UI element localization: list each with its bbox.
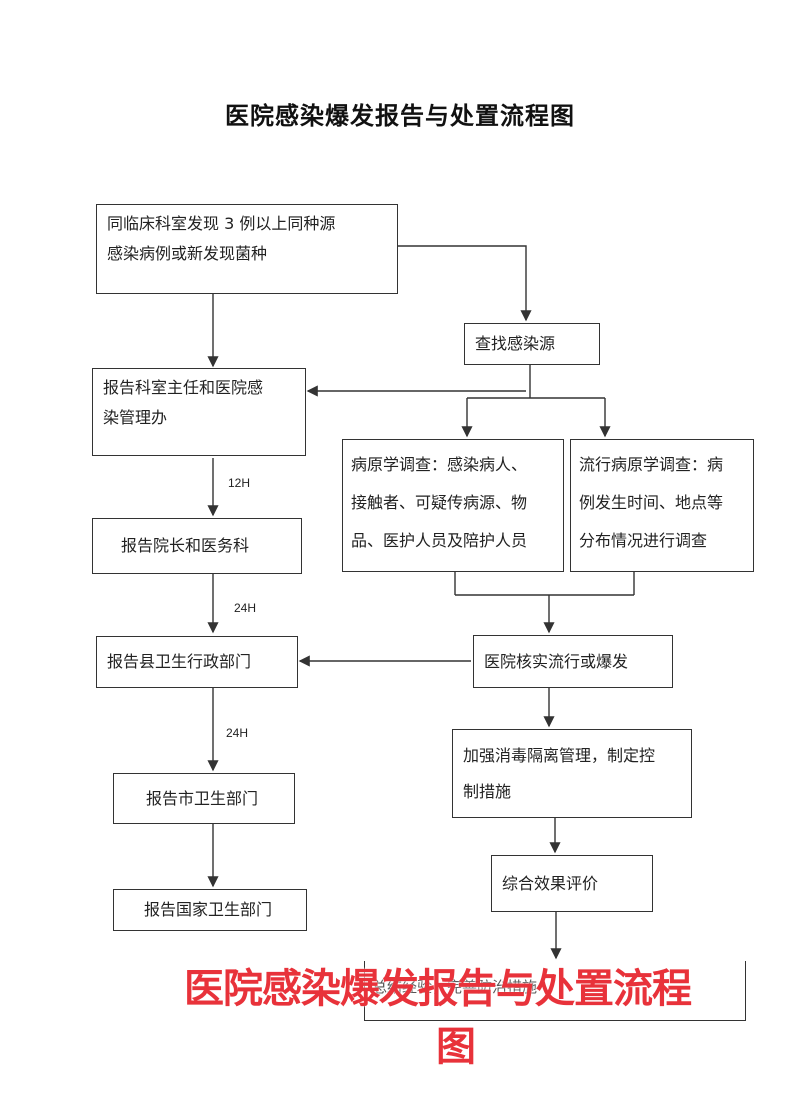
box-pathogen-line3: 品、医护人员及陪护人员 xyxy=(351,531,528,550)
box-find-source-text: 查找感染源 xyxy=(475,334,556,353)
box-effect-evaluation: 综合效果评价 xyxy=(491,855,653,912)
box-discover-line2: 感染病例或新发现菌种 xyxy=(107,244,268,263)
box-report-national-text: 报告国家卫生部门 xyxy=(144,900,273,919)
box-effect-evaluation-text: 综合效果评价 xyxy=(502,873,599,893)
page-title: 医院感染爆发报告与处置流程图 xyxy=(225,102,575,130)
time-label-24h-first: 24H xyxy=(234,601,257,615)
box-epidemiology-line3: 分布情况进行调查 xyxy=(579,531,708,550)
box-disinfection-line1: 加强消毒隔离管理，制定控 xyxy=(463,746,656,765)
watermark-title-line1: 医院感染爆发报告与处置流程 xyxy=(184,965,692,1012)
box-discover-cases: 同临床科室发现 3 例以上同种源 感染病例或新发现菌种 xyxy=(96,204,398,294)
box-epidemiology-line1: 流行病原学调查：病 xyxy=(579,455,724,474)
box-verify-outbreak-text: 医院核实流行或爆发 xyxy=(484,651,629,671)
box-disinfection-line2: 制措施 xyxy=(463,782,512,801)
box-report-county: 报告县卫生行政部门 xyxy=(96,636,298,688)
box-report-national: 报告国家卫生部门 xyxy=(113,889,307,931)
box-report-county-text: 报告县卫生行政部门 xyxy=(107,652,252,671)
box-epidemiology-line2: 例发生时间、地点等 xyxy=(579,493,724,512)
box-discover-line1: 同临床科室发现 3 例以上同种源 xyxy=(107,214,336,233)
box-report-department: 报告科室主任和医院感 染管理办 xyxy=(92,368,306,456)
box-verify-outbreak: 医院核实流行或爆发 xyxy=(473,635,673,688)
box-epidemiology-investigation: 流行病原学调查：病 例发生时间、地点等 分布情况进行调查 xyxy=(570,439,754,572)
box-report-city-text: 报告市卫生部门 xyxy=(146,788,259,808)
box-find-source: 查找感染源 xyxy=(464,323,600,365)
box-pathogen-line1: 病原学调查：感染病人、 xyxy=(351,455,528,474)
box-report-department-line1: 报告科室主任和医院感 xyxy=(103,378,264,397)
box-report-department-line2: 染管理办 xyxy=(103,408,168,427)
box-report-dean: 报告院长和医务科 xyxy=(92,518,302,574)
box-summary xyxy=(364,961,746,1021)
box-pathogen-investigation: 病原学调查：感染病人、 接触者、可疑传病源、物 品、医护人员及陪护人员 xyxy=(342,439,564,572)
watermark-title-line2: 图 xyxy=(436,1023,476,1070)
box-report-city: 报告市卫生部门 xyxy=(113,773,295,824)
box-pathogen-line2: 接触者、可疑传病源、物 xyxy=(351,493,528,512)
time-label-12h: 12H xyxy=(228,476,251,490)
box-report-dean-text: 报告院长和医务科 xyxy=(121,536,250,555)
box-summary-obscured-text: 总结经验，完善防治措施 xyxy=(372,978,538,996)
box-disinfection-control: 加强消毒隔离管理，制定控 制措施 xyxy=(452,729,692,818)
time-label-24h-second: 24H xyxy=(226,726,249,740)
